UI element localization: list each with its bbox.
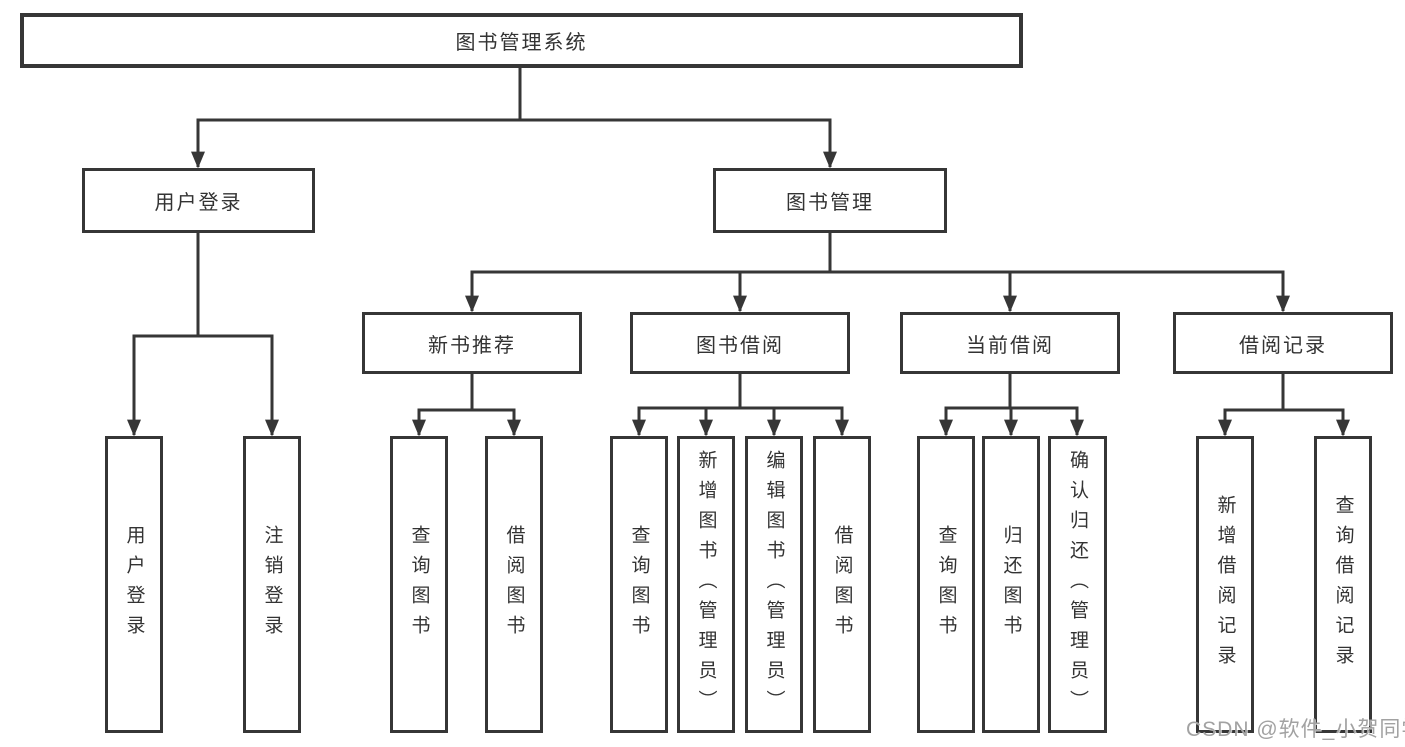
node-leaf-user-login: 用户登录 — [105, 436, 163, 733]
node-leaf-query-books-recommend: 查询图书 — [390, 436, 448, 733]
node-label: 借阅记录 — [1239, 334, 1327, 357]
node-label: 图书管理 — [786, 192, 874, 214]
node-leaf-query-books-borrowing: 查询图书 — [610, 436, 668, 733]
node-label: 注销登录 — [261, 524, 283, 645]
node-current-borrowing: 当前借阅 — [900, 312, 1120, 374]
node-borrowing-records: 借阅记录 — [1173, 312, 1393, 374]
node-user-login: 用户登录 — [82, 168, 315, 233]
node-new-book-recommendation: 新书推荐 — [362, 312, 582, 374]
node-label: 查询图书 — [408, 524, 430, 645]
node-leaf-query-books-current: 查询图书 — [917, 436, 975, 733]
node-leaf-add-borrow-record: 新增借阅记录 — [1196, 436, 1254, 733]
node-root-library-management-system: 图书管理系统 — [20, 13, 1023, 68]
node-label: 新增借阅记录 — [1214, 494, 1236, 675]
node-leaf-borrow-books-recommend: 借阅图书 — [485, 436, 543, 733]
node-label: 归还图书 — [1000, 524, 1022, 645]
node-label: 查询借阅记录 — [1332, 494, 1354, 675]
node-book-borrowing: 图书借阅 — [630, 312, 850, 374]
node-label: 查询图书 — [935, 524, 957, 645]
node-label: 新书推荐 — [428, 334, 516, 357]
node-leaf-confirm-return-admin: 确认归还（管理员） — [1048, 436, 1107, 733]
node-label: 新增图书（管理员） — [695, 449, 717, 720]
csdn-watermark: CSDN @软件_小贺同学 — [1186, 718, 1405, 741]
node-label: 图书管理系统 — [455, 32, 588, 54]
node-label: 编辑图书（管理员） — [763, 449, 785, 720]
node-leaf-edit-books-admin: 编辑图书（管理员） — [745, 436, 803, 733]
node-label: 查询图书 — [628, 524, 650, 645]
node-label: 用户登录 — [123, 524, 145, 645]
node-label: 确认归还（管理员） — [1067, 449, 1088, 720]
node-label: 当前借阅 — [966, 334, 1054, 357]
node-leaf-query-borrow-record: 查询借阅记录 — [1314, 436, 1372, 733]
node-book-management: 图书管理 — [713, 168, 947, 233]
node-leaf-borrow-books-borrowing: 借阅图书 — [813, 436, 871, 733]
node-label: 借阅图书 — [831, 524, 853, 645]
node-leaf-add-books-admin: 新增图书（管理员） — [677, 436, 735, 733]
node-label: 用户登录 — [154, 192, 243, 214]
node-label: 借阅图书 — [503, 524, 525, 645]
node-leaf-return-books: 归还图书 — [982, 436, 1040, 733]
node-leaf-logout: 注销登录 — [243, 436, 301, 733]
node-label: 图书借阅 — [696, 334, 784, 357]
